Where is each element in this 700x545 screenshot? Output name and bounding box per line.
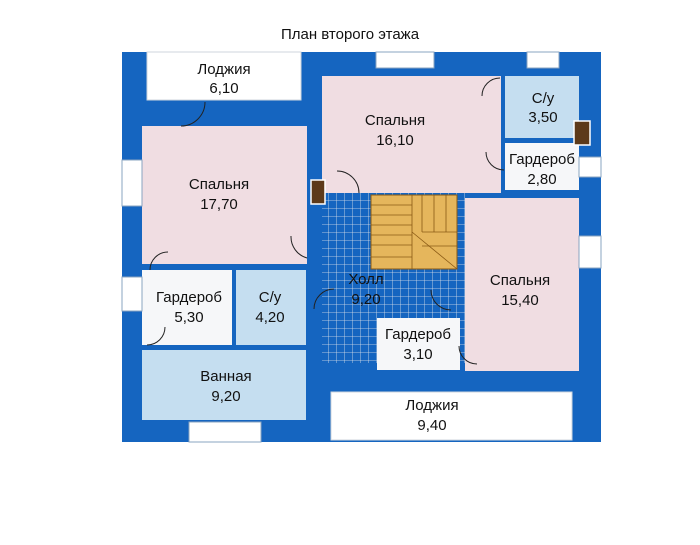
wardrobe-3-floor bbox=[377, 318, 460, 370]
room-wardrobe-3: Гардероб 3,10 bbox=[385, 326, 451, 363]
wardrobe-1-floor bbox=[505, 143, 579, 190]
room-area: 9,20 bbox=[351, 291, 380, 308]
door-swings bbox=[146, 77, 505, 365]
bedroom-1-floor bbox=[142, 126, 307, 264]
room-bedroom-3: Спальня 15,40 bbox=[490, 272, 550, 309]
room-wardrobe-2: Гардероб 5,30 bbox=[156, 289, 222, 326]
room-name: Ванная bbox=[200, 368, 251, 385]
room-name: Спальня bbox=[189, 176, 249, 193]
bath-top-floor bbox=[505, 76, 579, 138]
room-area: 3,10 bbox=[403, 346, 432, 363]
stair-treads bbox=[371, 195, 458, 270]
room-area: 3,50 bbox=[528, 109, 557, 126]
windows bbox=[121, 51, 602, 443]
room-area: 2,80 bbox=[527, 171, 556, 188]
plan-title: План второго этажа bbox=[280, 26, 420, 43]
room-name: Лоджия bbox=[405, 397, 458, 414]
room-name: Холл bbox=[348, 271, 383, 288]
room-area: 9,40 bbox=[417, 417, 446, 434]
room-name: Лоджия bbox=[197, 61, 250, 78]
room-name: Спальня bbox=[365, 112, 425, 129]
room-name: Спальня bbox=[490, 272, 550, 289]
bedroom-3-floor bbox=[465, 198, 579, 371]
room-name: Гардероб bbox=[156, 289, 222, 306]
room-bedroom-2: Спальня 16,10 bbox=[365, 112, 425, 149]
room-name: С/у bbox=[259, 289, 282, 306]
room-area: 6,10 bbox=[209, 80, 238, 97]
room-area: 4,20 bbox=[255, 309, 284, 326]
loggia-bottom-floor bbox=[330, 391, 573, 441]
room-bath-top: С/у 3,50 bbox=[528, 90, 557, 126]
room-bath-mid: С/у 4,20 bbox=[255, 289, 284, 326]
room-name: Гардероб bbox=[385, 326, 451, 343]
loggia-top-floor bbox=[146, 51, 302, 101]
vent-ducts bbox=[310, 120, 591, 205]
room-bedroom-1: Спальня 17,70 bbox=[189, 176, 249, 213]
bedroom-2-floor bbox=[322, 76, 501, 193]
room-name: Гардероб bbox=[509, 151, 575, 168]
room-bathroom: Ванная 9,20 bbox=[200, 368, 251, 405]
room-hall: Холл 9,20 bbox=[348, 271, 383, 308]
room-area: 16,10 bbox=[376, 132, 414, 149]
room-area: 9,20 bbox=[211, 388, 240, 405]
room-area: 17,70 bbox=[200, 196, 238, 213]
room-loggia-top: Лоджия 6,10 bbox=[197, 61, 250, 97]
room-loggia-bottom: Лоджия 9,40 bbox=[405, 397, 458, 434]
room-area: 15,40 bbox=[501, 292, 539, 309]
room-name: С/у bbox=[532, 90, 555, 107]
room-wardrobe-1: Гардероб 2,80 bbox=[509, 151, 575, 188]
bathroom-floor bbox=[142, 350, 306, 420]
room-area: 5,30 bbox=[174, 309, 203, 326]
bath-mid-floor bbox=[236, 270, 306, 345]
wardrobe-2-floor bbox=[142, 270, 232, 345]
